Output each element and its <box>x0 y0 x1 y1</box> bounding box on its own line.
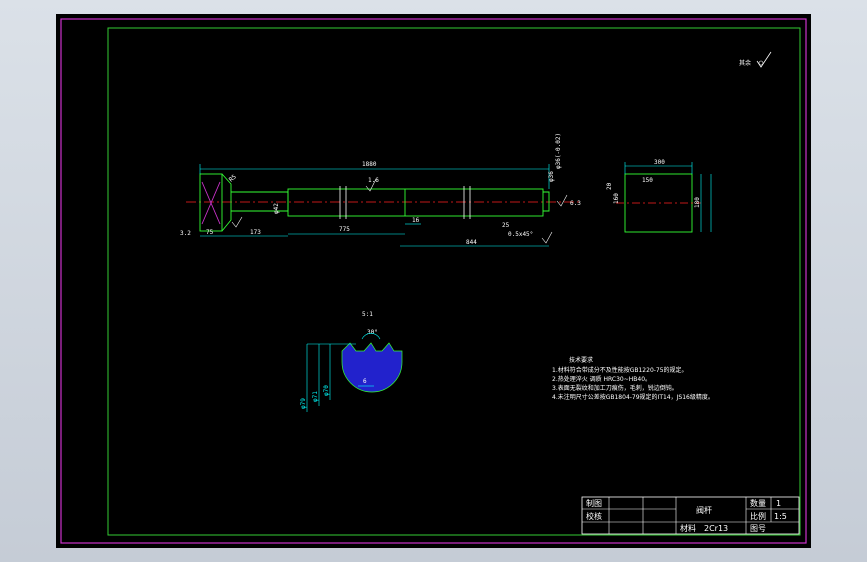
dim-total: 1880 <box>362 161 377 168</box>
tb-scale-label: 比例 <box>750 511 766 521</box>
tb-checked-label: 校核 <box>586 511 602 521</box>
dim-173: 173 <box>250 229 261 236</box>
section-dim-width: 300 <box>654 159 665 166</box>
notes-title: 技术要求 <box>569 356 593 364</box>
tb-qty-value: 1 <box>776 499 781 508</box>
dim-25: 25 <box>502 222 510 229</box>
technical-notes: 技术要求 1.材料符合带成分不及性能按GB1220-75的规定。 2.热处理淬火… <box>552 356 714 401</box>
dim-16: 16 <box>412 217 420 224</box>
detail-dim-b: φ71 <box>312 391 319 402</box>
roughness-label: 其余 <box>739 59 751 67</box>
roughness-1: 1.6 <box>368 177 379 184</box>
detail-scale: 5:1 <box>362 311 373 318</box>
tb-material-value: 2Cr13 <box>704 524 728 533</box>
note-line-1: 1.材料符合带成分不及性能按GB1220-75的规定。 <box>552 366 688 374</box>
section-dim-h3: 160 <box>613 193 620 204</box>
dim-d2: φ36 <box>548 171 555 182</box>
dim-844: 844 <box>466 239 477 246</box>
dim-left-end: 75 <box>206 229 214 236</box>
tb-material-label: 材料 <box>680 523 696 533</box>
section-dim-h4: 180 <box>694 197 701 208</box>
detail-dim-c: φ70 <box>323 385 330 396</box>
outer-frame <box>60 18 807 544</box>
title-block: 制图 校核 阀杆 数量 1 比例 1:5 材料 2Cr13 图号 <box>581 496 800 535</box>
roughness-symbol: 其余 <box>739 51 772 68</box>
roughness-2: 3.2 <box>180 230 191 237</box>
note-line-2: 2.热处理淬火 调质 HRC30~HB40。 <box>552 375 651 383</box>
detail-dim-a: φ79 <box>300 398 307 409</box>
dim-chamfer: 0.5x45° <box>508 231 533 238</box>
dim-d1: φ42 <box>273 203 280 214</box>
roughness-3: 6.3 <box>570 200 581 207</box>
section-dim-h2: 20 <box>606 182 613 190</box>
tb-scale-value: 1:5 <box>774 512 787 521</box>
tolerance-right: φ36(-0.02) <box>555 133 562 169</box>
shaft-view <box>186 173 581 232</box>
section-dim-h1: 150 <box>642 177 653 184</box>
detail-dim-bottom: 6 <box>363 378 367 385</box>
detail-angle: 30° <box>367 329 378 336</box>
tb-drawn-label: 制图 <box>586 498 602 508</box>
inner-frame <box>107 27 801 536</box>
section-view: 300 150 20 160 180 <box>606 159 712 233</box>
thread-detail-view: 5:1 30° 6 φ79 φ71 φ70 <box>300 311 403 412</box>
tb-qty-label: 数量 <box>750 498 766 508</box>
tb-part-name: 阀杆 <box>696 505 712 515</box>
cad-viewport[interactable]: 其余 1880 75 173 775 16 <box>56 14 811 548</box>
dim-775: 775 <box>339 226 350 233</box>
shaft-dimensions: 1880 75 173 775 16 844 25 0.5x45° φ42 R5… <box>180 133 581 247</box>
drawing-sheet: 其余 1880 75 173 775 16 <box>60 18 807 544</box>
dim-radius: R5 <box>228 173 238 183</box>
tb-drawing-no-label: 图号 <box>750 524 766 533</box>
note-line-3: 3.表面无裂纹和加工刀痕伤，毛刺，锐边倒钝。 <box>552 384 678 392</box>
note-line-4: 4.未注明尺寸公差按GB1804-79规定的IT14，JS16级精度。 <box>552 393 714 401</box>
